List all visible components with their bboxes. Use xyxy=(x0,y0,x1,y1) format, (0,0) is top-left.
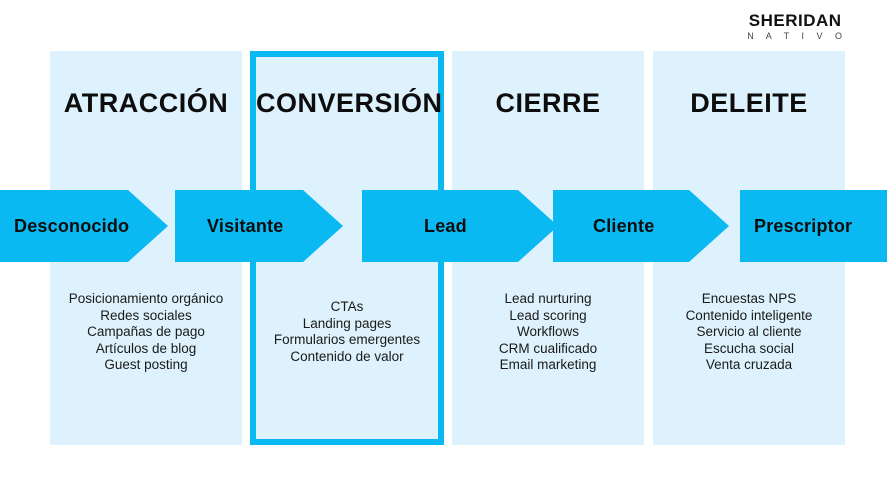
list-item: CRM cualificado xyxy=(498,340,598,356)
stage-list-conversion: CTAs Landing pages Formularios emergente… xyxy=(252,299,442,365)
funnel-step-label: Desconocido xyxy=(14,215,130,236)
list-item: Landing pages xyxy=(302,315,392,331)
list-item: Encuestas NPS xyxy=(701,291,797,306)
stage-list-cierre: Lead nurturing Lead scoring Workflows CR… xyxy=(448,291,648,374)
funnel-step-label: Prescriptor xyxy=(754,215,853,236)
list-item: Escucha social xyxy=(703,340,795,356)
stage-title-deleite: DELEITE xyxy=(690,88,808,118)
brand-name: SHERIDAN xyxy=(748,11,842,30)
brand-logo: SHERIDAN N A T I V O xyxy=(743,12,847,41)
list-item: Workflows xyxy=(516,324,579,340)
funnel-step-visitante: Visitante xyxy=(175,190,343,262)
brand-tagline: N A T I V O xyxy=(747,31,847,41)
list-item: Contenido inteligente xyxy=(685,307,813,323)
stage-title-atraccion: ATRACCIÓN xyxy=(63,88,229,118)
list-item: Email marketing xyxy=(499,357,597,373)
list-item: Formularios emergentes xyxy=(273,332,421,348)
funnel-step-desconocido: Desconocido xyxy=(0,190,168,262)
list-item: Guest posting xyxy=(104,357,188,373)
list-item: Posicionamiento orgánico xyxy=(68,291,224,306)
funnel-step-label: Visitante xyxy=(207,215,284,236)
funnel-step-label: Lead xyxy=(424,215,467,236)
funnel-step-lead: Lead xyxy=(362,190,558,262)
list-item: Contenido de valor xyxy=(290,348,404,364)
list-item: Campañas de pago xyxy=(87,324,205,340)
list-item: CTAs xyxy=(330,299,364,314)
list-item: Venta cruzada xyxy=(705,357,793,373)
funnel-step-prescriptor: Prescriptor xyxy=(740,190,887,262)
list-item: Servicio al cliente xyxy=(696,324,802,340)
list-item: Redes sociales xyxy=(100,307,192,323)
funnel-step-cliente: Cliente xyxy=(553,190,729,262)
stage-list-deleite: Encuestas NPS Contenido inteligente Serv… xyxy=(649,291,849,374)
stage-title-cierre: CIERRE xyxy=(495,88,601,118)
list-item: Artículos de blog xyxy=(95,340,197,356)
list-item: Lead nurturing xyxy=(504,291,592,306)
funnel-step-label: Cliente xyxy=(593,215,655,236)
list-item: Lead scoring xyxy=(509,307,587,323)
stage-list-atraccion: Posicionamiento orgánico Redes sociales … xyxy=(46,291,246,374)
stage-title-conversion: CONVERSIÓN xyxy=(256,88,443,118)
